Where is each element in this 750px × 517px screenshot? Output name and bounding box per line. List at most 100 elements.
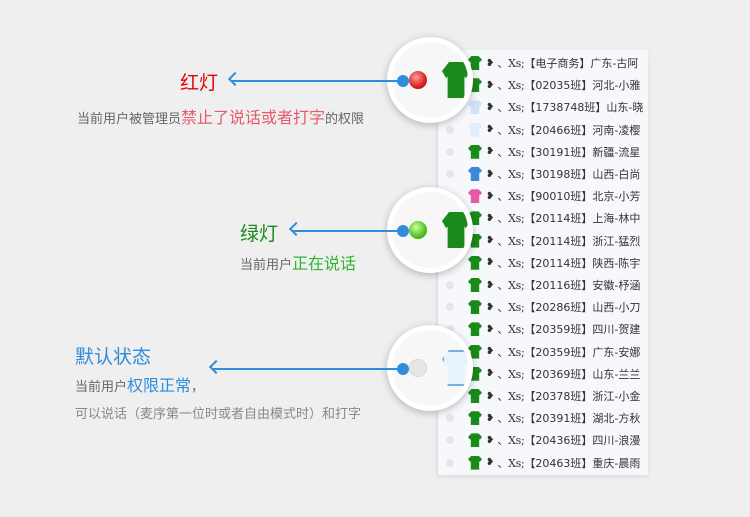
user-prefix: 、Xs; — [497, 145, 525, 159]
user-list-item[interactable]: ❥、Xs;【1738748班】山东-晓 — [438, 96, 648, 118]
user-name: 四川-贺建 — [592, 323, 641, 337]
user-prefix: 、Xs; — [497, 212, 525, 226]
user-prefix: 、Xs; — [497, 234, 525, 248]
user-class: 【20359班】 — [524, 345, 593, 359]
user-prefix: 、Xs; — [497, 301, 525, 315]
user-name: 四川-浪漫 — [592, 434, 641, 448]
user-prefix: 、Xs; — [497, 57, 525, 70]
user-list-item[interactable]: ❥、Xs;【20114班】陕西-陈宇 — [438, 252, 648, 274]
user-list-item[interactable]: ❥、Xs;【20359班】四川-贺建 — [438, 318, 648, 340]
user-prefix: 、Xs; — [497, 367, 525, 381]
user-prefix: 、Xs; — [497, 190, 525, 204]
user-list-item[interactable]: ❥、Xs;【20114班】上海-林中 — [438, 207, 648, 229]
tag-icon: ❥ — [486, 434, 495, 446]
user-name: 湖北-方秋 — [592, 412, 641, 426]
user-prefix: 、Xs; — [497, 168, 525, 181]
user-name: 河南-凌樱 — [592, 123, 641, 137]
green-title: 绿灯 — [240, 223, 279, 245]
user-prefix: 、Xs; — [497, 390, 525, 403]
shirt-icon — [468, 344, 482, 359]
user-list-item[interactable]: ❥、Xs;【90010班】北京-小芳 — [438, 185, 648, 207]
user-name: 安徽-杼涵 — [592, 279, 641, 292]
user-name: 河北-小雅 — [592, 79, 641, 93]
user-prefix: 、Xs; — [497, 79, 525, 93]
user-list-item[interactable]: ❥、Xs;【20436班】四川-浪漫 — [438, 429, 648, 451]
user-list-item[interactable]: ❥、Xs;【20286班】山西-小刀 — [438, 296, 648, 318]
shirt-icon — [468, 455, 482, 470]
user-list-item[interactable]: ❥、Xs;【20116班】安徽-杼涵 — [438, 274, 648, 296]
user-list-item[interactable]: ❥、Xs;【20466班】河南-凌樱 — [438, 119, 648, 141]
default-arrow — [208, 359, 409, 375]
user-class: 【1738748班】 — [524, 101, 607, 115]
green-arrow — [288, 221, 409, 237]
tag-icon: ❥ — [486, 57, 495, 69]
shirt-icon — [468, 189, 482, 204]
tag-icon: ❥ — [486, 235, 495, 247]
status-light-icon — [446, 125, 454, 134]
red-title: 红灯 — [180, 72, 219, 94]
user-prefix: 、Xs; — [497, 345, 525, 359]
user-name: 广东-安娜 — [592, 345, 641, 359]
tag-icon: ❥ — [486, 301, 495, 313]
user-list-item[interactable]: ❥、Xs;【20391班】湖北-方秋 — [438, 407, 648, 429]
tag-icon: ❥ — [486, 368, 495, 380]
tag-icon: ❥ — [486, 323, 495, 335]
tag-icon: ❥ — [486, 146, 495, 158]
tag-icon: ❥ — [486, 168, 495, 180]
shirt-icon — [468, 411, 482, 426]
default-desc-2: 可以说话（麦序第一位时或者自由模式时）和打字 — [75, 407, 362, 422]
user-class: 【20436班】 — [524, 434, 593, 448]
shirt-icon — [468, 433, 482, 448]
user-class: 【20369班】 — [524, 367, 593, 381]
user-name: 山西-白尚 — [592, 168, 641, 181]
user-list-item[interactable]: ❥、Xs;【20378班】浙江-小金 — [438, 385, 648, 407]
tag-icon: ❥ — [486, 101, 495, 113]
user-class: 【20466班】 — [524, 123, 593, 137]
tag-icon: ❥ — [486, 190, 495, 202]
user-prefix: 、Xs; — [497, 123, 525, 137]
shirt-outline-icon — [442, 350, 468, 386]
shirt-icon — [442, 212, 468, 248]
user-name: 上海-林中 — [592, 212, 641, 226]
user-prefix: 、Xs; — [497, 256, 525, 270]
user-name: 北京-小芳 — [592, 190, 641, 204]
red-desc: 当前用户被管理员禁止了说话或者打字的权限 — [77, 108, 365, 127]
status-light-icon — [446, 303, 454, 312]
user-name: 广东-古阿 — [590, 57, 639, 70]
tag-icon: ❥ — [486, 279, 495, 291]
shirt-icon — [468, 255, 482, 270]
user-name: 重庆-晨雨 — [592, 456, 641, 470]
user-class: 【30191班】 — [524, 145, 593, 159]
status-light-icon — [446, 458, 454, 467]
default-light-icon — [409, 359, 427, 377]
user-prefix: 、Xs; — [497, 434, 525, 448]
tag-icon: ❥ — [486, 457, 495, 469]
tag-icon: ❥ — [486, 390, 495, 402]
user-class: 【20114班】 — [524, 256, 593, 270]
status-light-icon — [446, 414, 454, 423]
shirt-icon — [468, 322, 482, 337]
user-prefix: 、Xs; — [497, 279, 525, 292]
shirt-icon — [468, 56, 482, 70]
user-name: 山东-兰兰 — [592, 367, 641, 381]
user-list-item[interactable]: ❥、Xs;【20463班】重庆-晨雨 — [438, 452, 648, 474]
user-list-item[interactable]: ❥、Xs;【30191班】新疆-流星 — [438, 141, 648, 163]
shirt-icon — [442, 62, 468, 98]
shirt-icon — [468, 278, 482, 292]
user-list-item[interactable]: ❥、Xs;【电子商务】广东-古阿 — [438, 52, 648, 74]
user-class: 【20114班】 — [524, 234, 593, 248]
shirt-icon — [468, 122, 482, 137]
user-class: 【20391班】 — [524, 412, 593, 426]
tag-icon: ❥ — [486, 412, 495, 424]
user-list-item[interactable]: ❥、Xs;【20359班】广东-安娜 — [438, 341, 648, 363]
status-light-icon — [446, 170, 454, 178]
user-list-panel: ❥、Xs;【电子商务】广东-古阿❥、Xs;【02035班】河北-小雅❥、Xs;【… — [437, 50, 648, 475]
tag-icon: ❥ — [486, 124, 495, 136]
user-prefix: 、Xs; — [497, 456, 525, 470]
user-prefix: 、Xs; — [497, 412, 525, 426]
user-name: 山西-小刀 — [592, 301, 641, 315]
user-list-item[interactable]: ❥、Xs;【30198班】山西-白尚 — [438, 163, 648, 185]
user-class: 【20116班】 — [524, 279, 593, 292]
user-class: 【电子商务】 — [524, 57, 591, 70]
user-list-item[interactable]: ❥、Xs;【02035班】河北-小雅 — [438, 74, 648, 96]
